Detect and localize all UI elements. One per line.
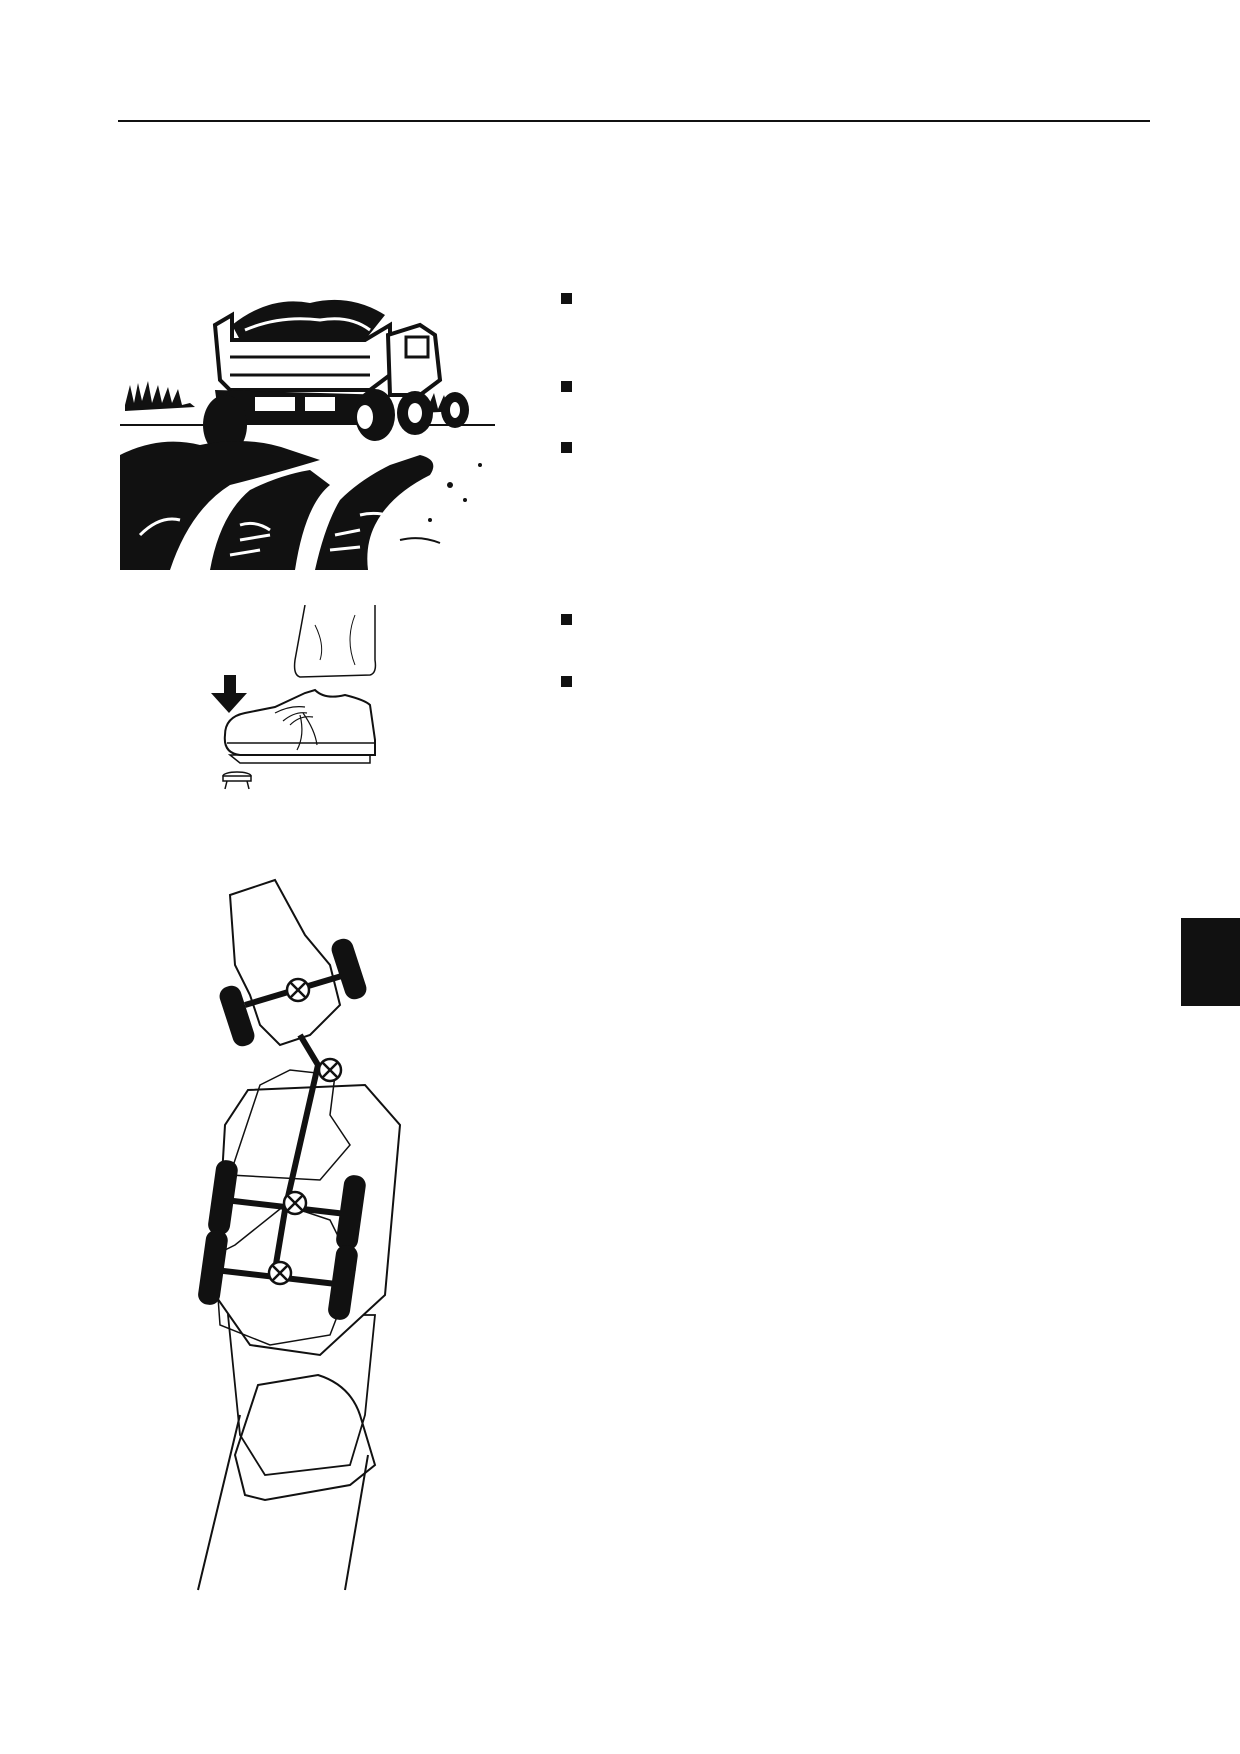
articulated-hauler-chassis-icon bbox=[197, 878, 402, 1591]
dump-truck-muddy-road-icon bbox=[120, 299, 495, 570]
bullet-marker bbox=[561, 676, 572, 687]
bullet-marker bbox=[561, 614, 572, 625]
bullet-marker bbox=[561, 381, 572, 392]
bullet-marker bbox=[561, 442, 572, 453]
chapter-tab bbox=[1181, 918, 1240, 1006]
header-rule bbox=[118, 120, 1150, 122]
bullet-marker bbox=[561, 293, 572, 304]
foot-pressing-pedal-icon bbox=[211, 605, 377, 790]
